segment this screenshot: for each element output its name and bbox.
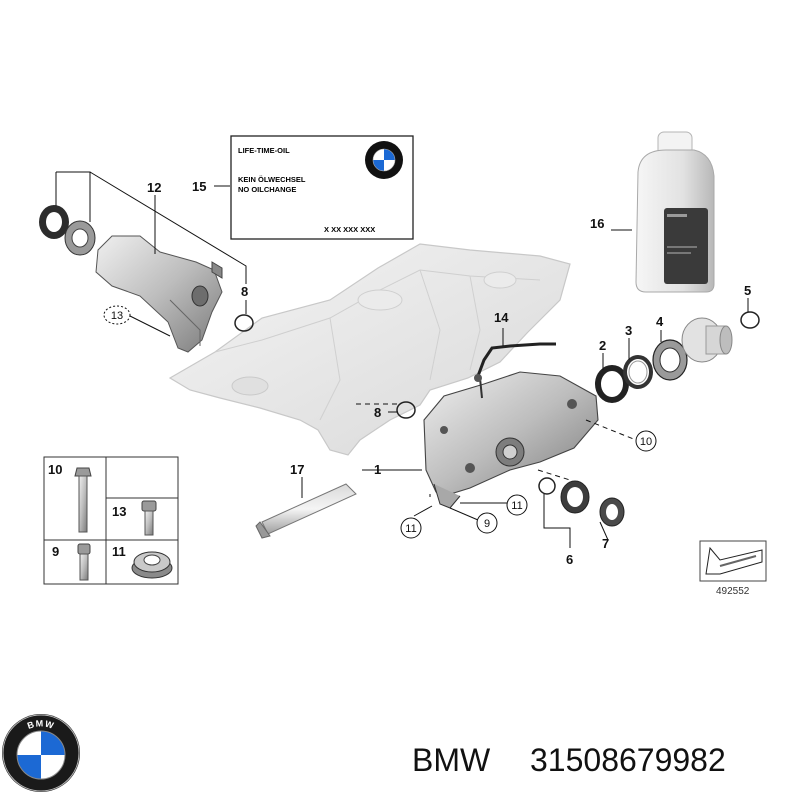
label-bmw-logo-icon xyxy=(365,141,403,179)
callout-11-right-circle: 11 xyxy=(506,494,528,516)
callout-10-circle: 10 xyxy=(635,430,657,452)
callout-11-left: 11 xyxy=(405,523,416,535)
callout-14: 14 xyxy=(494,310,509,325)
oil-bottle-illustration xyxy=(635,131,715,293)
bolt-13-illustration xyxy=(141,500,157,536)
label-line-no-oilchange: NO OILCHANGE xyxy=(238,185,296,194)
oil-pan-illustration xyxy=(168,243,571,456)
callout-13: 13 xyxy=(111,310,123,322)
callout-5: 5 xyxy=(744,283,751,298)
callout-8-top: 8 xyxy=(241,284,248,299)
callout-2: 2 xyxy=(599,338,606,353)
footer-brand: BMW xyxy=(412,742,491,778)
reference-number: 492552 xyxy=(716,586,750,597)
footer-part-number: 31508679982 xyxy=(530,742,726,778)
table-label-10: 10 xyxy=(48,462,62,477)
bolt-9-illustration xyxy=(77,543,91,581)
callout-15: 15 xyxy=(192,179,206,194)
seal-3-illustration xyxy=(623,355,653,389)
table-label-11: 11 xyxy=(112,544,126,559)
table-label-13: 13 xyxy=(112,504,126,519)
callout-6: 6 xyxy=(566,552,573,567)
callout-11-right: 11 xyxy=(511,500,522,512)
bolt-10-illustration xyxy=(74,467,92,533)
callout-1: 1 xyxy=(374,462,381,477)
leader-lines xyxy=(55,171,749,548)
callout-4: 4 xyxy=(656,314,664,329)
callout-12: 12 xyxy=(147,180,161,195)
seal-ring-illustration xyxy=(39,205,69,239)
nut-11-illustration xyxy=(131,551,173,579)
bmw-logo-icon: BMW xyxy=(2,714,80,792)
callout-13-circle: 13 xyxy=(103,305,131,325)
o-ring-left xyxy=(234,314,254,332)
callout-7: 7 xyxy=(602,536,609,551)
label-part-code: X XX XXX XXX xyxy=(324,225,375,234)
label-line-kein-olwechsel: KEIN ÖLWECHSEL xyxy=(238,175,306,184)
bearing-illustration xyxy=(64,220,96,256)
flange-illustration xyxy=(681,317,733,363)
differential-illustration xyxy=(423,371,599,509)
label-line-life-time-oil: LIFE-TIME-OIL xyxy=(238,146,290,155)
sealant-tube-illustration xyxy=(255,483,357,539)
callout-9-circle: 9 xyxy=(476,512,498,534)
seal-6-illustration xyxy=(560,480,590,514)
o-ring-output xyxy=(538,477,556,495)
seal-7-illustration xyxy=(599,497,625,527)
seal-2-illustration xyxy=(595,365,629,403)
reference-arrow-box xyxy=(699,540,767,582)
callout-10: 10 xyxy=(640,436,652,448)
callout-11-left-circle: 11 xyxy=(400,517,422,539)
callout-8-middle: 8 xyxy=(374,405,381,420)
bmw-logo-ring-text: BMW xyxy=(26,718,56,731)
callout-16: 16 xyxy=(590,216,604,231)
axle-housing-illustration xyxy=(95,235,223,353)
table-label-9: 9 xyxy=(52,544,59,559)
oil-label-plate: LIFE-TIME-OIL KEIN ÖLWECHSEL NO OILCHANG… xyxy=(230,135,414,240)
o-ring-8-middle xyxy=(396,401,416,419)
breather-pipe-illustration xyxy=(474,342,556,382)
callout-17: 17 xyxy=(290,462,304,477)
o-ring-5 xyxy=(740,311,760,329)
seal-4-illustration xyxy=(652,339,688,381)
callout-3: 3 xyxy=(625,323,632,338)
callout-9: 9 xyxy=(484,518,490,530)
